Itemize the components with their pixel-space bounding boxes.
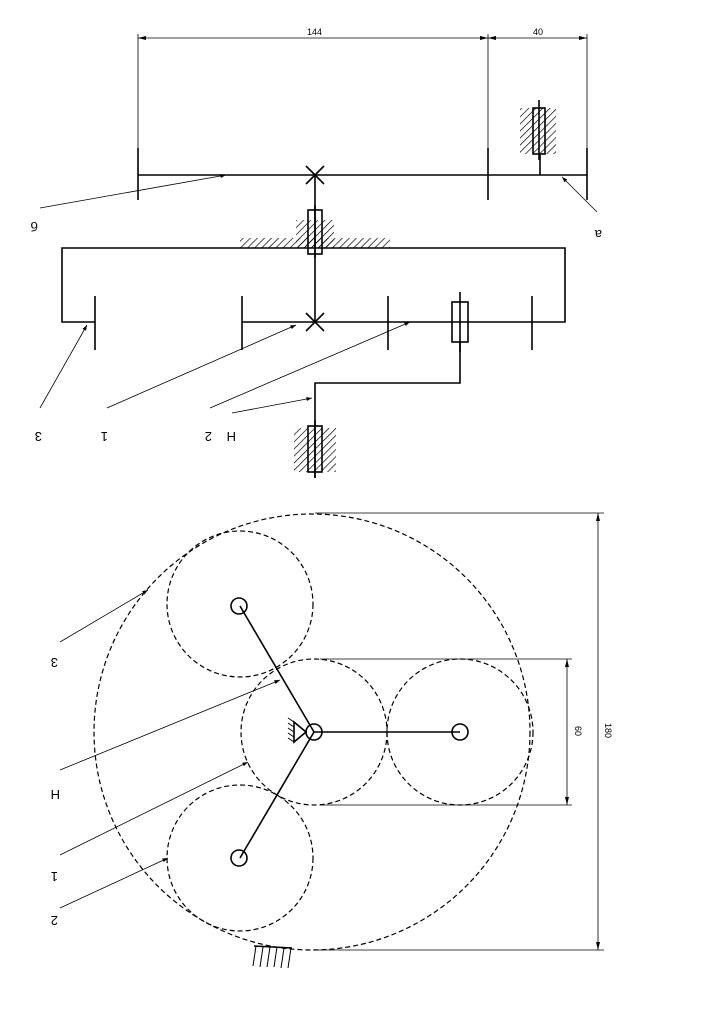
planet-axis-right (451, 723, 469, 741)
label-gear-2-top: 2 (205, 429, 212, 444)
label-gear-2-bottom: 2 (51, 913, 58, 928)
leaders-top (39, 174, 598, 414)
ring-gear-circle (93, 513, 531, 951)
ring-ground-icon (252, 945, 293, 969)
planet-axis-bottom (230, 849, 248, 867)
ring-gear-3 (61, 247, 566, 350)
label-gear-1-top: 1 (101, 429, 108, 444)
shaft-b (137, 148, 489, 200)
label-carrier-top: H (227, 429, 236, 444)
dim-180: 180 (603, 723, 613, 738)
planet-gear-top (166, 530, 314, 678)
dimension-right: 60 180 (315, 512, 613, 951)
leaders-bottom (59, 589, 281, 909)
dimension-top: 144 40 (137, 27, 588, 150)
label-gear-1-bottom: 1 (51, 869, 58, 884)
planet-axis-top (230, 597, 248, 615)
label-shaft-b: б (31, 219, 38, 234)
carrier-h (294, 342, 461, 478)
shaft-a (488, 100, 588, 200)
label-shaft-a: a (594, 227, 602, 242)
dim-60: 60 (573, 726, 583, 736)
planetary-view: 60 180 3 H 1 2 (51, 512, 613, 969)
dim-40: 40 (533, 27, 543, 37)
kinematic-scheme: 144 40 (31, 27, 602, 478)
center-support-icon (287, 717, 308, 744)
label-gear-3-top: 3 (35, 429, 42, 444)
gear-train (241, 292, 540, 352)
label-carrier-bottom: H (51, 787, 60, 802)
dim-144: 144 (307, 27, 322, 37)
label-gear-3-bottom: 3 (51, 655, 58, 670)
